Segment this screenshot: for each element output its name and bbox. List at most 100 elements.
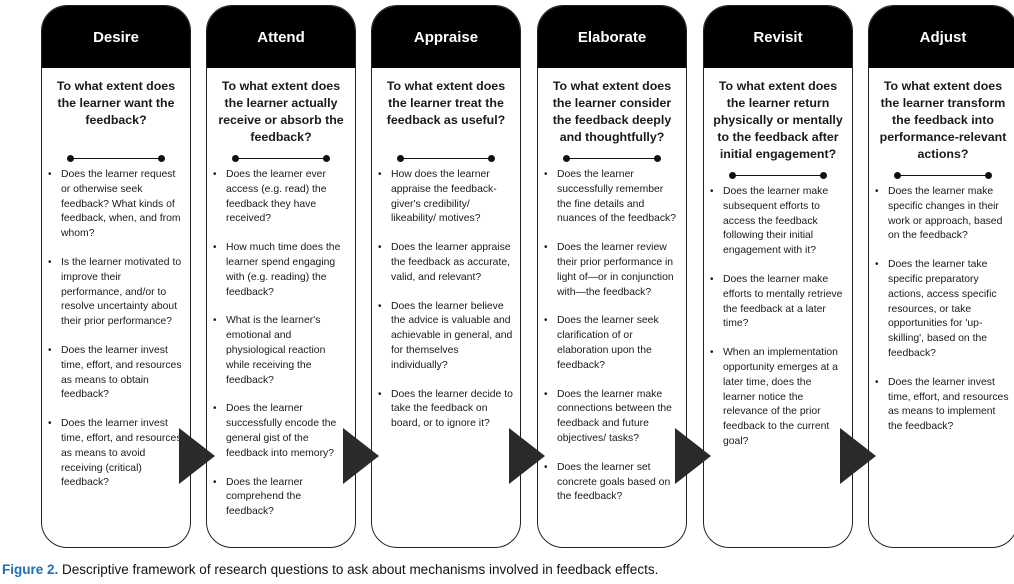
list-item: • Does the learner review their prior per… [543,241,680,300]
bullet-icon: • [213,242,217,254]
bullet-icon: • [213,315,217,327]
list-item-text: When an implementation opportunity emerg… [723,347,838,447]
list-item: • Does the learner appraise the feedback … [377,241,514,285]
flow-arrow-icon [179,428,215,484]
list-item: • When an implementation opportunity emer… [709,346,846,450]
list-item: • What is the learner's emotional and phy… [212,314,349,388]
divider-line [372,154,520,164]
list-item-text: Does the learner believe the advice is v… [391,300,513,371]
list-item-text: Does the learner make connections betwee… [557,388,672,444]
bullet-icon: • [544,461,548,473]
list-item: •Does the learner successfully remember … [543,168,680,227]
panel-adjust: Adjust To what extent does the learner tr… [868,5,1014,548]
bullet-icon: • [875,259,879,271]
bullet-icon: • [378,169,382,180]
bullet-icon: • [213,403,217,415]
bullet-icon: • [710,186,714,197]
list-item-text: What is the learner's emotional and phys… [226,315,326,386]
list-item: •Does the learner seek clarification of … [543,314,680,373]
list-item: • Does the learner invest time, effort, a… [47,344,184,403]
bullet-icon: • [378,388,382,400]
panel-title: Revisit [704,6,852,68]
list-item: • Is the learner motivated to improve the… [47,256,184,330]
question-list: • Does the learner request or otherwise s… [42,168,190,491]
list-item-text: Does the learner seek clarification of o… [557,315,659,371]
flow-arrow-icon [675,428,711,484]
list-item-text: Does the learner request or otherwise se… [61,169,181,240]
list-item-text: Does the learner invest time, effort, an… [61,344,182,401]
bullet-icon: • [378,300,382,312]
bullet-icon: • [710,273,714,285]
list-item-text: Does the learner set concrete goals base… [557,461,671,503]
list-item-text: Does the learner make specific changes i… [888,186,1003,242]
question-list: • Does the learner ever access (e.g. read… [207,168,355,520]
panel-elaborate: Elaborate To what extent does the learner… [537,5,687,548]
panel-question: To what extent does the learner consider… [552,79,672,144]
list-item-text: Does the learner comprehend the feedback… [226,476,303,518]
list-item-text: Does the learner review their prior perf… [557,242,674,298]
bullet-icon: • [544,242,548,254]
bullet-icon: • [378,242,382,254]
list-item: • Does the learner make efforts to mental… [709,273,846,332]
list-item-text: How does the learner appraise the feedba… [391,169,497,225]
list-item-text: Does the learner ever access (e.g. read)… [226,169,327,225]
divider-line [538,154,686,164]
question-list: • Does the learner successfully remember … [538,168,686,505]
list-item-text: Does the learner make subsequent efforts… [723,186,829,257]
bullet-icon: • [48,256,52,268]
list-item-text: Does the learner appraise the feedback a… [391,242,511,283]
flow-arrow-icon [509,428,545,484]
list-item: • Does the learner decide to take the fee… [377,388,514,432]
divider-line [42,154,190,164]
divider-line [869,171,1014,181]
list-item: • Does the learner make specific changes … [874,185,1011,244]
list-item-text: Does the learner invest time, effort, an… [61,418,182,489]
flow-arrow-icon [343,428,379,484]
panel-revisit: Revisit To what extent does the learner r… [703,5,853,548]
list-item-text: Does the learner successfully remember t… [557,169,677,225]
list-item-text: Does the learner invest time, effort, an… [888,376,1009,433]
list-item: • Does the learner invest time, effort, a… [47,417,184,491]
list-item: •Does the learner take specific preparat… [874,258,1011,362]
panel-title: Elaborate [538,6,686,68]
figure-caption: Figure 2. Descriptive framework of resea… [2,562,658,577]
question-list: • Does the learner make subsequent effort… [704,185,852,450]
panel-question: To what extent does the learner return p… [713,79,843,161]
bullet-icon: • [48,169,52,180]
list-item: • How does the learner appraise the feedb… [377,168,514,227]
bullet-icon: • [48,418,52,430]
question-list: • How does the learner appraise the feedb… [372,168,520,432]
list-item: •Does the learner invest time, effort, a… [874,376,1011,435]
list-item: • Does the learner make subsequent effort… [709,185,846,259]
divider-line [207,154,355,164]
list-item-text: Does the learner decide to take the feed… [391,388,513,430]
bullet-icon: • [213,169,217,180]
list-item: • Does the learner set concrete goals bas… [543,461,680,505]
list-item: • Does the learner ever access (e.g. read… [212,168,349,227]
divider-line [704,171,852,181]
list-item: • Does the learner successfully encode th… [212,402,349,461]
list-item: • Does the learner make connections betwe… [543,388,680,447]
panel-title: Attend [207,6,355,68]
list-item: •Does the learner comprehend the feedbac… [212,476,349,520]
bullet-icon: • [48,344,52,356]
list-item-text: Does the learner make efforts to mentall… [723,273,843,330]
list-item-text: Is the learner motivated to improve thei… [61,256,182,328]
panel-question: To what extent does the learner transfor… [879,79,1007,161]
list-item-text: How much time does the learner spend eng… [226,242,341,298]
figure-caption-text: Descriptive framework of research questi… [62,562,659,577]
flow-arrow-icon [840,428,876,484]
bullet-icon: • [875,186,879,197]
panel-question: To what extent does the learner want the… [56,79,176,127]
bullet-icon: • [544,388,548,400]
question-list: • Does the learner make specific changes … [869,185,1014,435]
panel-appraise: Appraise To what extent does the learner … [371,5,521,548]
list-item: • Does the learner request or otherwise s… [47,168,184,242]
panel-question: To what extent does the learner treat th… [386,79,506,127]
panel-title: Adjust [869,6,1014,68]
bullet-icon: • [710,347,714,359]
panel-title: Appraise [372,6,520,68]
list-item-text: Does the learner successfully encode the… [226,403,337,459]
